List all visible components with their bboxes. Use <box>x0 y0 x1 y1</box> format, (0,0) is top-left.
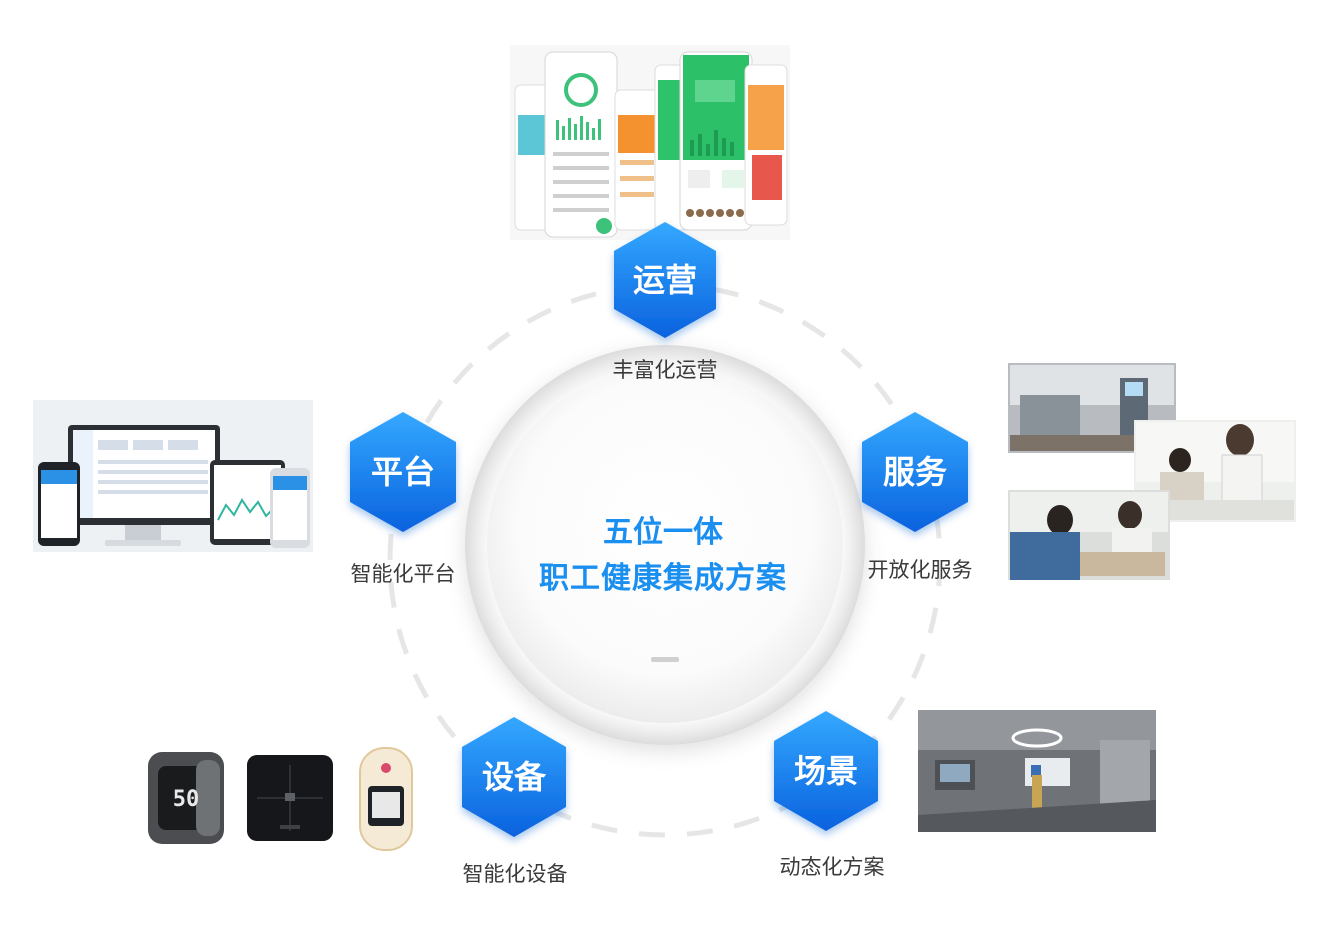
center-disc <box>465 345 865 745</box>
sub-label-operation: 丰富化运营 <box>612 358 718 382</box>
handheld-monitor-icon <box>359 747 413 851</box>
center-handle-mark <box>651 657 679 662</box>
hex-label-operation: 运营 <box>632 261 697 299</box>
center-title-line2: 职工健康集成方案 <box>539 561 787 596</box>
multi-device-platform-image <box>33 400 313 552</box>
hexagon-platform[interactable] <box>350 412 456 532</box>
health-service-photos <box>1008 363 1296 580</box>
smart-devices-image: 50 <box>148 747 413 851</box>
hex-label-device: 设备 <box>481 758 546 796</box>
sub-label-platform: 智能化平台 <box>350 562 456 586</box>
outer-dashed-ring <box>387 282 943 838</box>
sub-label-service: 开放化服务 <box>867 558 973 582</box>
body-scale-icon <box>247 755 333 841</box>
center-title: 五位一体 职工健康集成方案 <box>463 510 863 602</box>
hexagon-operation[interactable] <box>614 222 716 338</box>
phones-screenshot-image <box>510 45 790 240</box>
center-title-line1: 五位一体 <box>603 515 723 550</box>
hex-label-scene: 场景 <box>793 752 858 790</box>
sub-label-scene: 动态化方案 <box>779 855 885 879</box>
hexagon-scene[interactable] <box>774 711 878 831</box>
hex-label-platform: 平台 <box>370 453 435 491</box>
hexagon-service[interactable] <box>862 412 968 532</box>
hex-label-service: 服务 <box>882 453 947 491</box>
watch-display: 50 <box>173 787 200 812</box>
exhibition-scene-image <box>918 710 1156 832</box>
sub-label-device: 智能化设备 <box>462 862 568 886</box>
smart-watch-icon: 50 <box>148 752 224 844</box>
hexagon-device[interactable] <box>462 717 566 837</box>
